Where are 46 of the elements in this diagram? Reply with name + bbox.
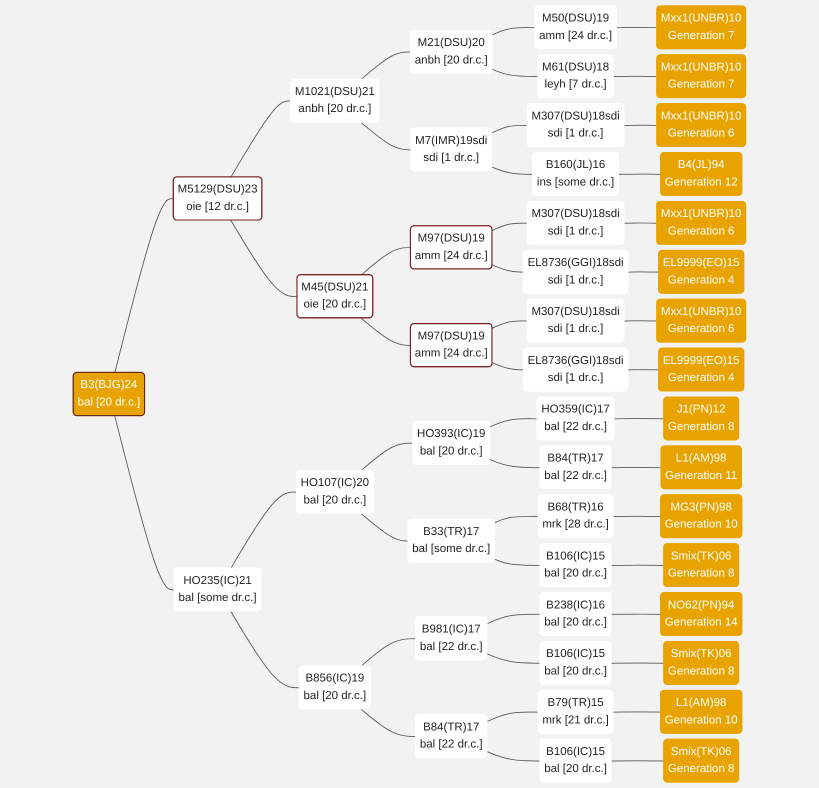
connector — [614, 418, 664, 420]
connector — [230, 611, 300, 688]
connector — [360, 247, 412, 276]
connector — [486, 712, 539, 722]
connector — [611, 564, 664, 566]
connector — [624, 320, 658, 322]
connector — [616, 27, 658, 28]
connector — [492, 27, 536, 36]
connector — [492, 222, 528, 231]
connector — [613, 76, 658, 77]
connector — [492, 264, 524, 273]
connector — [613, 711, 662, 713]
connector — [360, 442, 414, 471]
connector — [611, 760, 664, 762]
connector — [360, 52, 412, 80]
connector — [492, 166, 534, 175]
connector — [486, 614, 541, 624]
connector — [624, 222, 658, 224]
connector — [490, 459, 541, 468]
connector — [494, 558, 541, 566]
connector — [360, 513, 409, 542]
connector — [360, 318, 412, 346]
connector — [611, 614, 662, 615]
connector — [611, 467, 662, 468]
connector — [628, 271, 660, 273]
connector — [494, 516, 539, 524]
connector — [486, 751, 541, 762]
connector — [618, 174, 662, 175]
connector — [611, 662, 664, 664]
connector — [230, 492, 298, 569]
connector — [492, 362, 524, 370]
connector — [360, 708, 416, 738]
connector — [230, 100, 292, 178]
connector — [492, 124, 528, 134]
connector — [613, 516, 662, 518]
connector — [492, 68, 538, 77]
connector — [114, 416, 176, 590]
connector — [490, 418, 538, 428]
connector — [360, 122, 412, 150]
connector — [492, 320, 528, 329]
connector — [230, 220, 298, 298]
connector — [624, 124, 658, 126]
connector — [114, 198, 174, 374]
connector — [486, 653, 541, 664]
connector — [360, 638, 416, 667]
connector — [628, 369, 660, 370]
